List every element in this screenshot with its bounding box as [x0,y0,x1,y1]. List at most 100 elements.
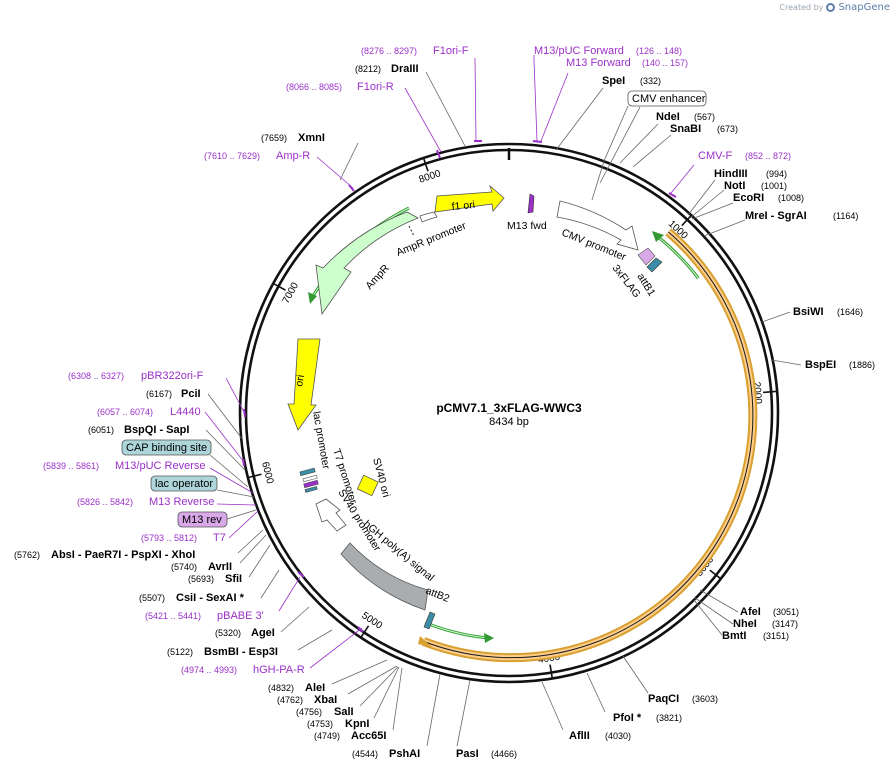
enzyme-snabI[interactable]: SnaBI(673) [670,123,738,135]
svg-text:(5122): (5122) [167,647,193,657]
feature-ori[interactable]: ori [287,338,321,431]
enzyme-csiI-sexAI[interactable]: (5507)CsiI - SexAI * [139,592,245,604]
svg-text:(4762): (4762) [277,695,303,705]
primer-m13-puc-reverse[interactable]: (5839 .. 5861)M13/pUC Reverse [43,460,205,472]
enzyme-ageI[interactable]: (5320)AgeI [215,627,275,639]
svg-text:(4974 .. 4993): (4974 .. 4993) [181,665,237,675]
enzyme-xbaI[interactable]: (4762) XbaI [277,694,337,706]
svg-text:DraIII: DraIII [391,63,419,75]
enzyme-sfiI[interactable]: (5693)SfiI [188,573,242,585]
enzyme-pshAI[interactable]: (4544)PshAI [352,748,420,760]
enzyme-pasI[interactable]: PasI(4466) [456,748,517,760]
backbone [238,142,780,684]
enzyme-ecoRI[interactable]: EcoRI(1008) [733,192,804,204]
primer-pbabe-3[interactable]: (5421 .. 5441)pBABE 3' [145,610,264,622]
enzyme-pfoI[interactable]: PfoI *(3821) [613,712,682,724]
primer-pbr322ori-f[interactable]: (6308 .. 6327)pBR322ori-F [68,370,204,382]
svg-text:(7659): (7659) [261,133,287,143]
svg-text:(1164): (1164) [833,211,858,221]
enzyme-afeI[interactable]: AfeI(3051) [740,606,799,618]
enzyme-acc65I[interactable]: (4749)Acc65I [314,730,386,742]
enzyme-hindIII[interactable]: HindIII(994) [714,168,787,180]
svg-text:NheI: NheI [733,618,757,630]
svg-text:SnaBI: SnaBI [670,123,701,135]
feature-promoter-cluster[interactable] [299,467,319,493]
tick-label: 8000 [418,168,443,186]
primer-callouts [204,55,695,669]
enzyme-ndeI[interactable]: NdeI(567) [656,111,715,123]
svg-text:M13 rev: M13 rev [182,514,222,526]
svg-text:T7: T7 [213,532,226,544]
svg-text:(6167): (6167) [146,389,172,399]
feature-lac-promoter[interactable]: lac promoter [310,410,332,470]
enzyme-draIII[interactable]: (8212)DraIII [355,63,419,75]
enzyme-bmtI[interactable]: BmtI(3151) [722,630,789,642]
primer-l4440[interactable]: (6057 .. 6074)L4440 [97,406,201,418]
primer-m13-forward[interactable]: M13 Forward(140 .. 157) [566,57,688,69]
enzyme-pciI[interactable]: (6167)PciI [146,388,201,400]
svg-text:lac operator: lac operator [155,478,213,490]
enzyme-xmnI[interactable]: (7659)XmnI [261,132,325,144]
svg-text:M13 Forward: M13 Forward [566,57,631,69]
box-cmv-enhancer[interactable]: CMV enhancer [627,90,707,107]
credit-brand: SnapGene [838,2,890,13]
box-m13-rev[interactable]: M13 rev [177,511,228,528]
primer-t7[interactable]: (5793 .. 5812) T7 [141,532,226,544]
green-arrow-upper [652,231,700,280]
svg-text:(126 .. 148): (126 .. 148) [636,46,682,56]
feature-attb2[interactable]: attB2 [423,585,451,630]
svg-text:(5839 .. 5861): (5839 .. 5861) [43,461,99,471]
feature-sv40-ori[interactable]: SV40 ori [356,457,392,499]
svg-text:Amp-R: Amp-R [276,150,310,162]
primer-amp-r[interactable]: (7610 .. 7629)Amp-R [204,150,310,162]
svg-text:AleI: AleI [305,682,325,694]
plasmid-length: 8434 bp [489,416,529,428]
enzyme-bspQI-sapI[interactable]: (6051)BspQI - SapI [88,424,189,436]
svg-text:(3151): (3151) [763,631,789,641]
svg-text:(5693): (5693) [188,574,214,584]
svg-text:BsiWI: BsiWI [793,306,824,318]
orf-arc-arrowhead [418,636,432,647]
feature-m13-fwd[interactable]: M13 fwd [507,193,547,232]
enzyme-aleI[interactable]: (4832)AleI [268,682,325,694]
primer-f1ori-r[interactable]: (8066 .. 8085)F1ori-R [286,81,394,93]
feature-f1-ori[interactable]: f1 ori [434,184,505,213]
enzyme-bsiWI[interactable]: BsiWI(1646) [793,306,863,318]
enzyme-absI-xhoI[interactable]: (5762)AbsI - PaeR7I - PspXI - XhoI [14,549,195,561]
enzyme-mreI-sgrAI[interactable]: MreI - SgrAI (1164) [745,210,858,222]
enzyme-salI[interactable]: (4756)SalI [296,706,354,718]
snapgene-credit: Created by SnapGene [779,2,890,13]
enzyme-avrII[interactable]: (5740)AvrII [171,561,232,573]
box-lac-operator[interactable]: lac operator [150,475,218,492]
enzyme-nheI[interactable]: NheI(3147) [733,618,798,630]
svg-text:XbaI: XbaI [314,694,337,706]
primer-f1ori-f[interactable]: (8276 .. 8297)F1ori-F [361,45,469,57]
svg-text:(5421 .. 5441): (5421 .. 5441) [145,611,201,621]
feature-ampr[interactable]: AmpR [315,211,419,316]
svg-text:(4756): (4756) [296,707,322,717]
enzyme-bspEI[interactable]: BspEI(1886) [805,359,875,371]
boxed-labels: CMV enhancer CAP binding site lac operat… [121,90,707,528]
enzyme-bsmBI-esp3I[interactable]: (5122)BsmBI - Esp3I [167,646,278,658]
tick-label: 5000 [359,610,384,632]
svg-text:(5793 .. 5812): (5793 .. 5812) [141,533,197,543]
primer-cmv-f[interactable]: CMV-F(852 .. 872) [698,150,791,162]
svg-text:CAP binding site: CAP binding site [126,442,207,454]
primer-hgh-pa-r[interactable]: (4974 .. 4993)hGH-PA-R [181,664,305,676]
feature-cmv-promoter[interactable]: CMV promoter [556,200,639,264]
enzyme-aflII[interactable]: AflII(4030) [569,730,631,742]
enzyme-paqCI[interactable]: PaqCI(3603) [648,693,718,705]
enzyme-notI[interactable]: NotI(1001) [724,180,787,192]
svg-text:CMV-F: CMV-F [698,150,733,162]
feature-hgh-polya[interactable]: hGH poly(A) signal [340,518,436,611]
svg-text:MreI - SgrAI: MreI - SgrAI [745,210,807,222]
primer-m13-reverse[interactable]: (5826 .. 5842)M13 Reverse [77,496,214,508]
orf-arc-band [421,228,758,663]
primer-m13-puc-forward[interactable]: M13/pUC Forward(126 .. 148) [534,45,682,57]
box-cap-binding-site[interactable]: CAP binding site [121,439,212,456]
feature-label-lac-promoter: lac promoter [310,410,332,470]
enzyme-kpnI[interactable]: (4753)KpnI [307,718,369,730]
svg-text:AgeI: AgeI [251,627,275,639]
enzyme-speI[interactable]: SpeI(332) [602,75,661,87]
svg-text:(1001): (1001) [761,181,787,191]
